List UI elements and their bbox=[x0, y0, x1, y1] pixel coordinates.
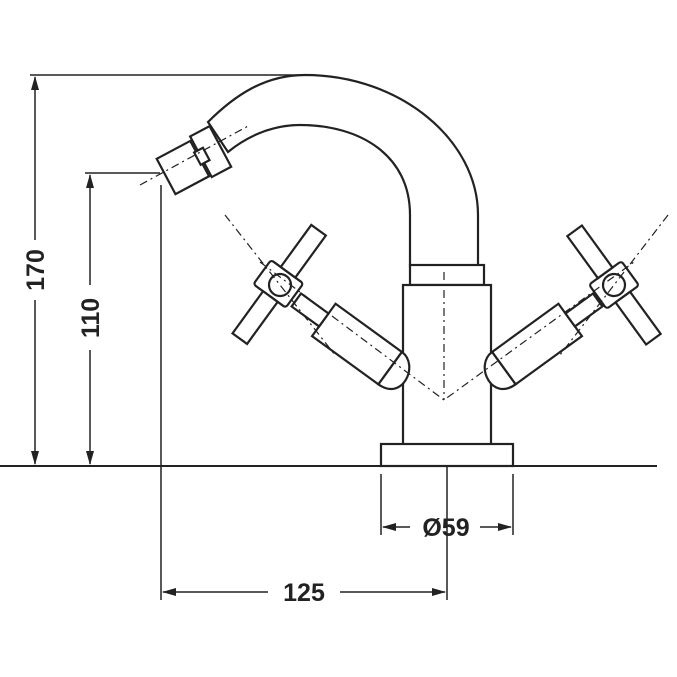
dimension-label-170: 170 bbox=[22, 249, 50, 291]
dimension-diameter-59: Ø59 bbox=[380, 474, 514, 542]
right-handle bbox=[483, 223, 663, 391]
left-handle bbox=[230, 223, 411, 391]
dimension-label-diameter: Ø59 bbox=[422, 514, 469, 542]
spout bbox=[206, 73, 480, 268]
base bbox=[379, 442, 515, 468]
body bbox=[401, 283, 493, 447]
dimension-170: 170 bbox=[22, 74, 305, 465]
collar bbox=[408, 263, 486, 287]
dimension-label-110: 110 bbox=[77, 298, 105, 338]
dimension-label-125: 125 bbox=[283, 579, 325, 607]
center-lines bbox=[139, 124, 669, 401]
nozzle bbox=[155, 124, 233, 196]
dimension-110: 110 bbox=[77, 172, 160, 465]
faucet bbox=[139, 73, 669, 468]
dimension-125: 125 bbox=[160, 185, 448, 607]
